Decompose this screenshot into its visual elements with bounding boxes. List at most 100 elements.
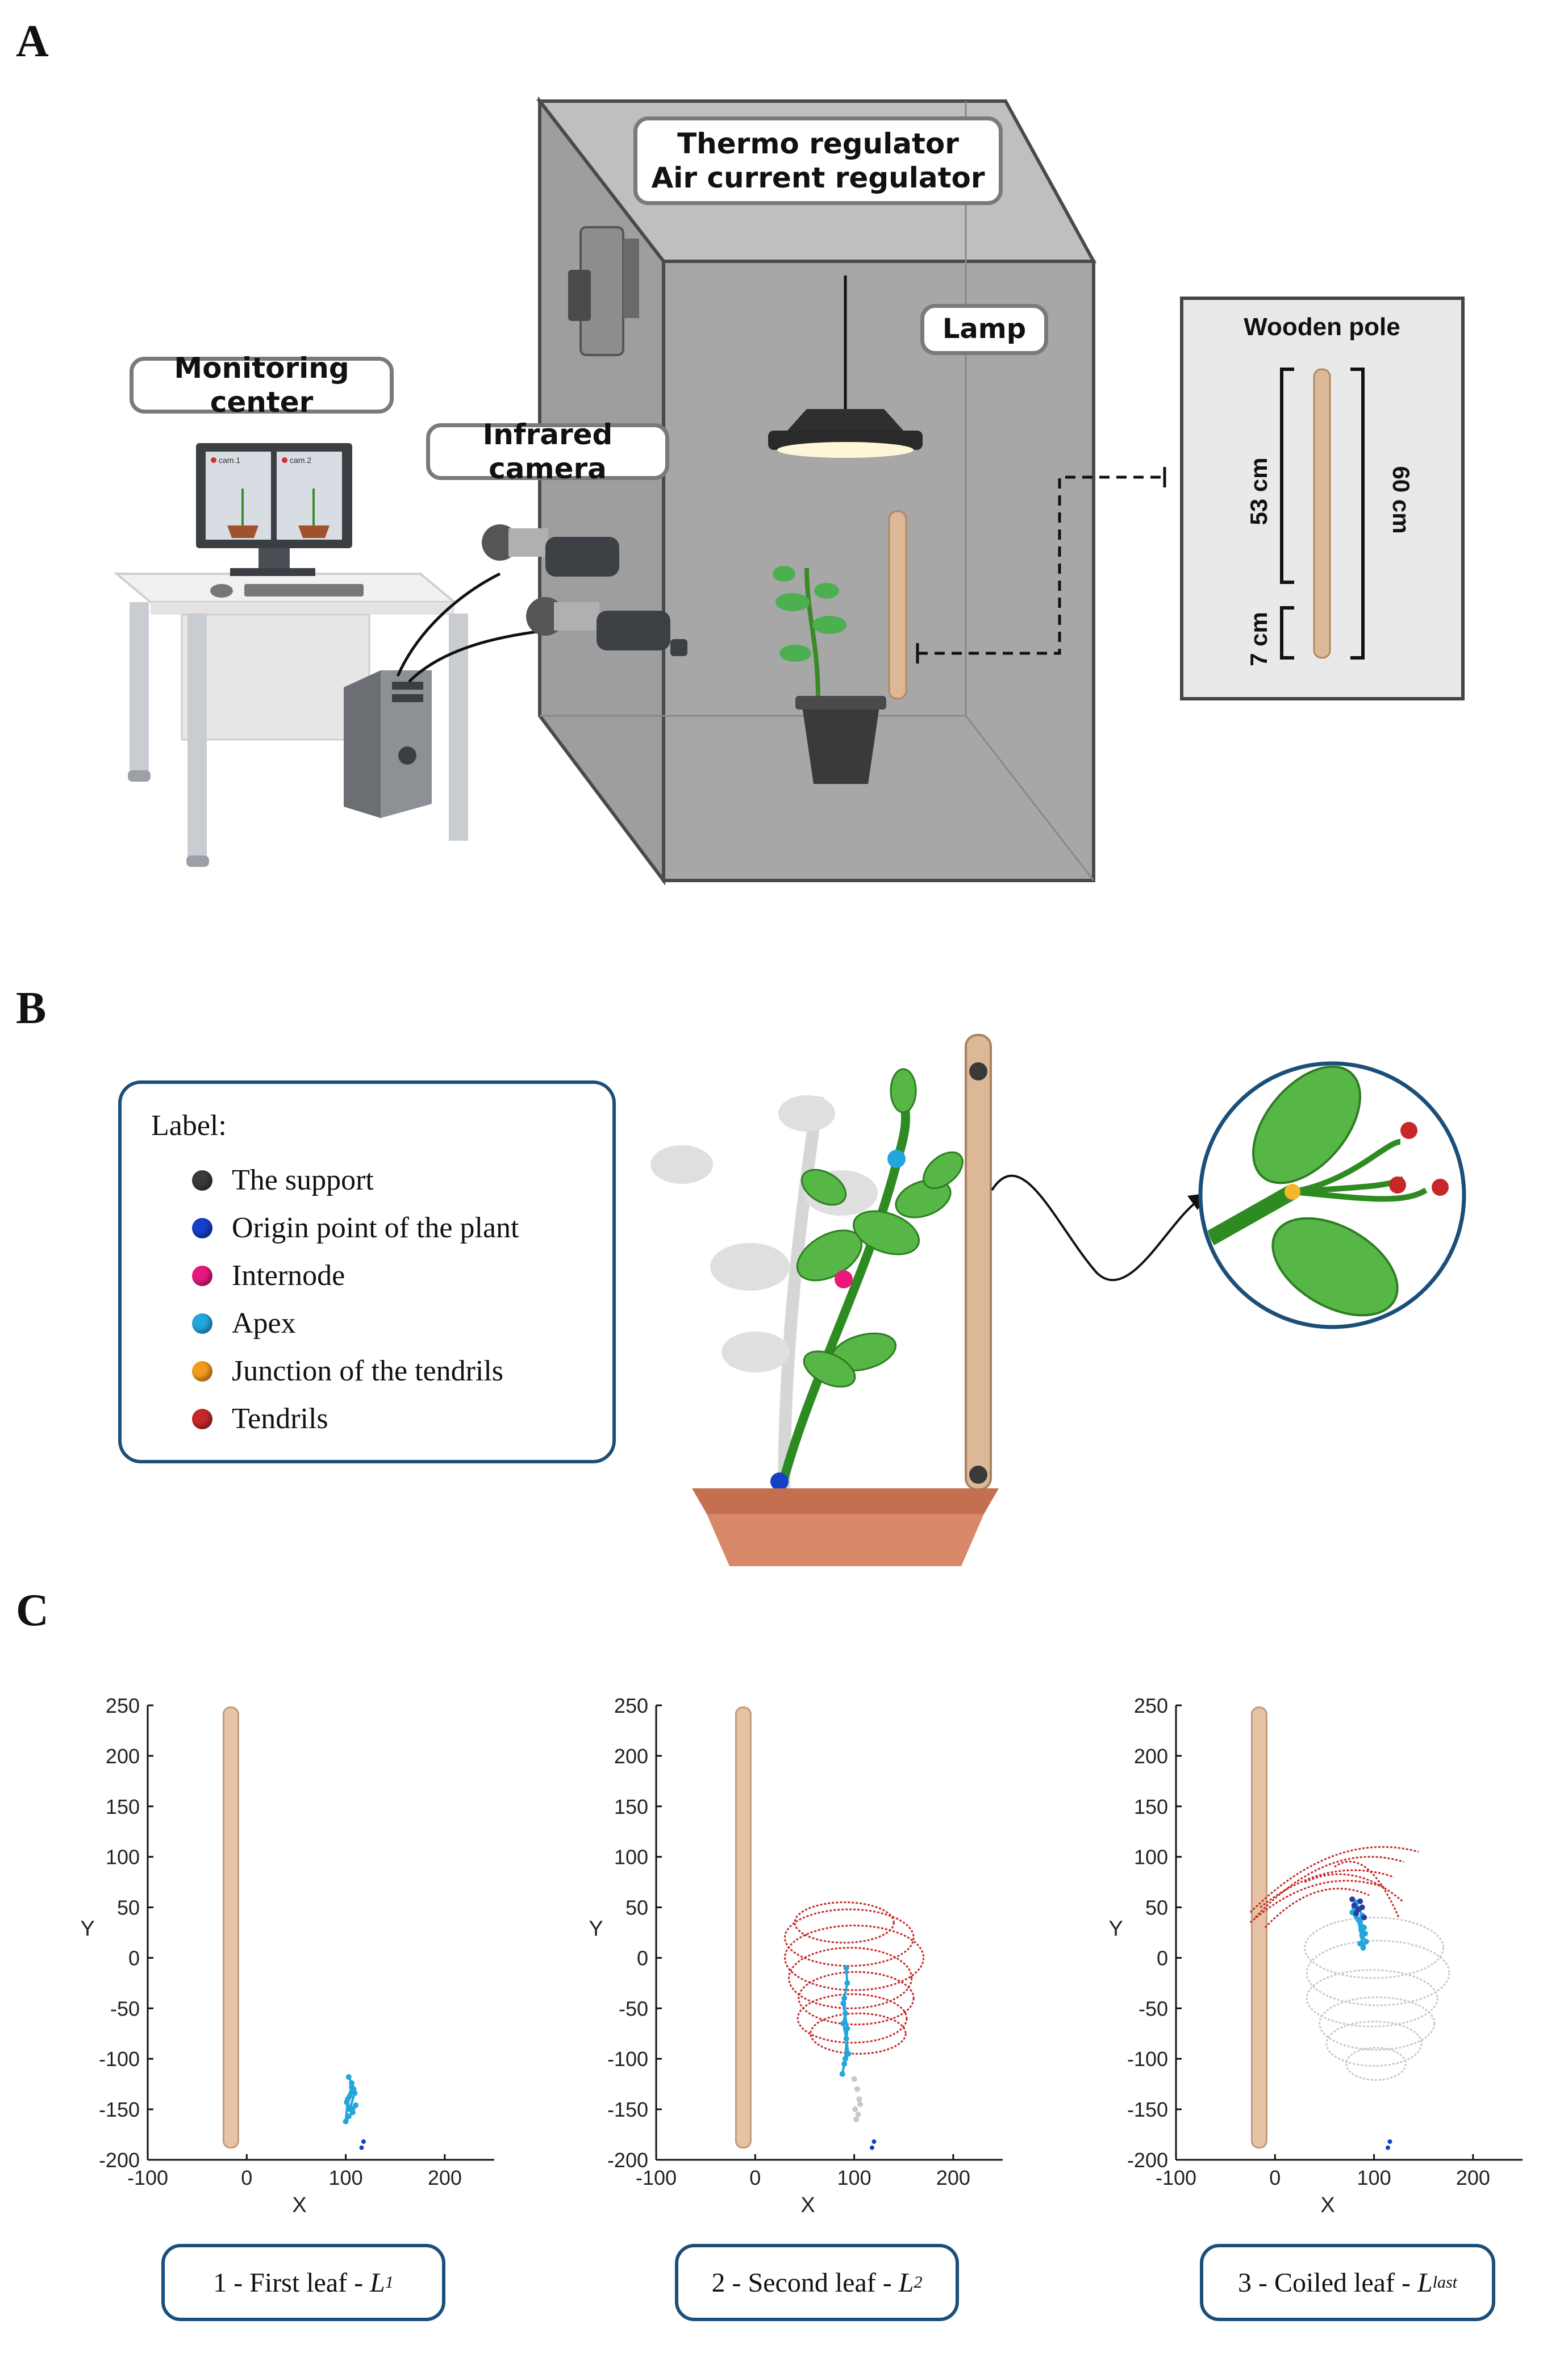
- caption-second-leaf-L: L: [898, 2267, 914, 2298]
- y-tick-label: -200: [1127, 2148, 1168, 2172]
- y-tick-label: -150: [99, 2098, 140, 2121]
- data-point: [853, 2116, 860, 2122]
- y-tick-label: -200: [607, 2148, 648, 2172]
- x-tick-label: 100: [1357, 2166, 1391, 2189]
- legend-dot-icon: [192, 1217, 212, 1238]
- origin-marker: [770, 1472, 789, 1491]
- panel-letter-a: A: [16, 16, 49, 66]
- trajectory-path: [1304, 1873, 1404, 1903]
- y-tick-label: 250: [106, 1694, 140, 1717]
- x-tick-label: -100: [636, 2166, 677, 2189]
- caption-second-leaf-sub: 2: [914, 2273, 923, 2292]
- data-point: [1361, 1914, 1367, 1921]
- y-tick-label: -100: [1127, 2047, 1168, 2071]
- trajectory-loop: [798, 1971, 915, 2026]
- y-tick-label: -150: [607, 2098, 648, 2121]
- y-tick-label: 250: [614, 1694, 648, 1717]
- legend-item: Internode: [192, 1259, 345, 1292]
- legend-dot-icon: [192, 1265, 212, 1286]
- legend-dot-icon: [192, 1408, 212, 1429]
- y-tick-label: 250: [1134, 1694, 1168, 1717]
- regulator-unit: [568, 226, 639, 356]
- x-tick-label: 0: [1269, 2166, 1281, 2189]
- y-tick-label: 0: [1157, 1946, 1168, 1970]
- y-tick-label: -50: [110, 1997, 140, 2020]
- series-previous: [851, 2076, 864, 2122]
- data-point: [851, 2076, 857, 2082]
- caption-coiled-leaf-text: 3 - Coiled leaf -: [1238, 2267, 1411, 2298]
- pole-mark: [222, 1706, 239, 2149]
- lamp-label-text: Lamp: [942, 313, 1027, 345]
- y-tick-label: -50: [1139, 1997, 1168, 2020]
- series-tendrils: [1249, 1846, 1419, 1929]
- pole-box-title: Wooden pole: [1244, 313, 1400, 341]
- series-origin: [359, 2139, 366, 2150]
- y-tick-label: -150: [1127, 2098, 1168, 2121]
- lamp: [768, 276, 923, 458]
- data-point: [1353, 1910, 1360, 1917]
- legend-item-label: The support: [232, 1164, 374, 1196]
- y-tick-label: 0: [128, 1946, 140, 1970]
- legend-item-label: Tendrils: [232, 1403, 328, 1435]
- tendril-zoom: [1198, 1061, 1466, 1329]
- data-point: [1385, 2145, 1390, 2150]
- trajectory-loop: [1345, 2047, 1407, 2081]
- y-tick-label: -100: [99, 2047, 140, 2071]
- monitor-cam1-label: cam.1: [219, 456, 240, 465]
- y-tick-label: 150: [614, 1795, 648, 1818]
- y-tick-label: 150: [1134, 1795, 1168, 1818]
- thermo-line2: Air current regulator: [651, 161, 985, 194]
- y-tick-label: 100: [614, 1846, 648, 1869]
- caption-coiled-leaf-L: L: [1417, 2267, 1433, 2298]
- trajectory-loop: [1304, 1916, 1445, 1979]
- y-tick-label: 100: [1134, 1846, 1168, 1869]
- caption-first-leaf-text: 1 - First leaf -: [213, 2267, 364, 2298]
- y-tick-label: -200: [99, 2148, 140, 2172]
- trajectory-path: [1254, 1856, 1404, 1918]
- x-tick-label: 100: [329, 2166, 363, 2189]
- y-axis-label: Y: [80, 1917, 94, 1941]
- support-marker-bottom: [969, 1466, 987, 1484]
- y-tick-label: 0: [637, 1946, 648, 1970]
- legend-item: Origin point of the plant: [192, 1211, 519, 1245]
- trajectory-loop: [784, 1925, 925, 1991]
- y-tick-label: 50: [1145, 1896, 1168, 1920]
- pole-detail-box: Wooden pole 53 cm 7 cm 60 cm: [1180, 297, 1465, 700]
- pole-dim-53: 53 cm: [1245, 457, 1272, 525]
- legend-dot-icon: [192, 1313, 212, 1334]
- legend-item-label: Internode: [232, 1259, 345, 1292]
- y-tick-label: 50: [625, 1896, 648, 1920]
- y-tick-label: 200: [1134, 1745, 1168, 1768]
- y-tick-label: 200: [614, 1745, 648, 1768]
- legend-item: Junction of the tendrils: [192, 1354, 503, 1388]
- thermo-regulator-label: Thermo regulator Air current regulator: [633, 116, 1003, 205]
- pole-mark: [735, 1706, 752, 2149]
- series-tendrils: [784, 1901, 925, 2055]
- legend-item: Apex: [192, 1307, 296, 1340]
- plant-with-pole: [773, 510, 907, 784]
- trajectory-loop: [796, 1993, 908, 2044]
- pole-dim-7: 7 cm: [1245, 612, 1272, 666]
- x-tick-label: 100: [837, 2166, 871, 2189]
- y-tick-label: 100: [106, 1846, 140, 1869]
- trajectory-loop: [794, 1901, 895, 1944]
- series-apex: [839, 1965, 852, 2077]
- y-axis-label: Y: [589, 1917, 603, 1941]
- plant-illustration: [650, 1034, 1466, 1566]
- thermo-line1: Thermo regulator: [677, 127, 959, 160]
- x-tick-label: 200: [936, 2166, 970, 2189]
- trajectory-path: [1333, 1860, 1400, 1918]
- data-point: [856, 2096, 862, 2102]
- pole-dim-60: 60 cm: [1388, 466, 1415, 533]
- trajectory-path: [1249, 1846, 1419, 1913]
- pot: [692, 1488, 999, 1566]
- series-apex: [343, 2074, 358, 2125]
- lamp-label: Lamp: [920, 304, 1048, 355]
- support-marker-top: [969, 1062, 987, 1080]
